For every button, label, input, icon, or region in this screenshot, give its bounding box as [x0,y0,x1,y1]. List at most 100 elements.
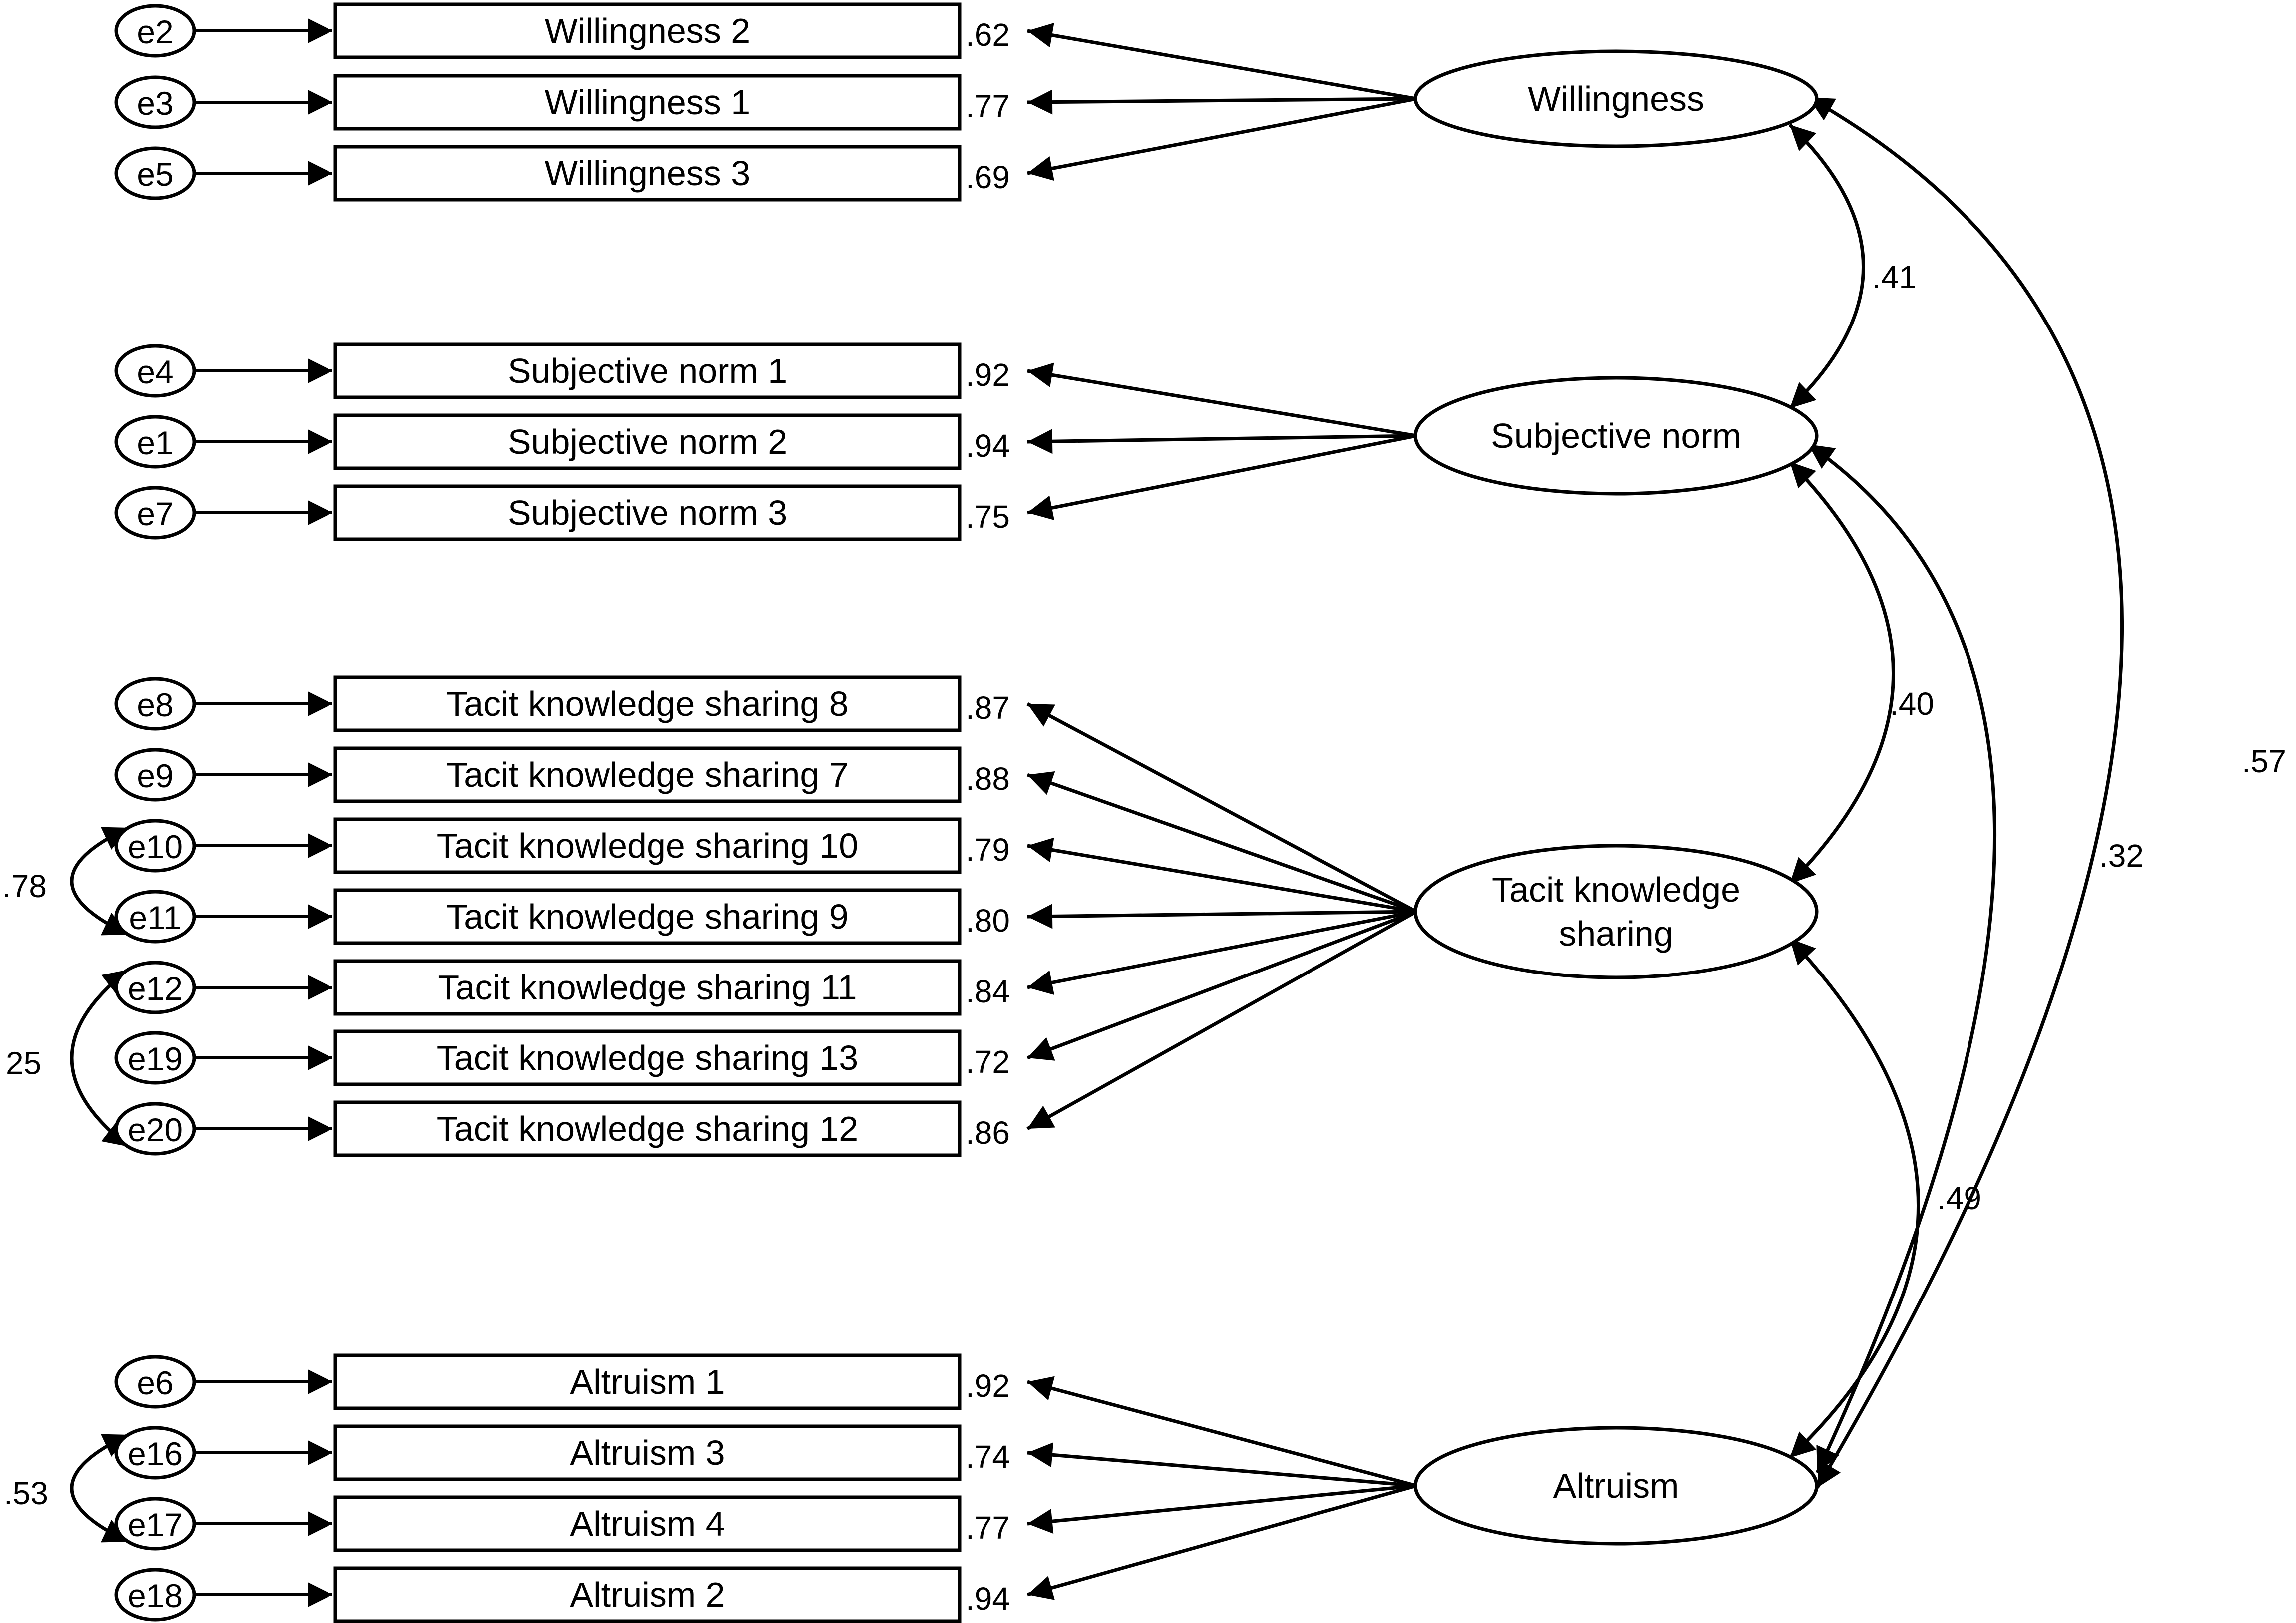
correlation-arc-subjective_norm-tacit [1788,460,1895,885]
loading-value-11: .84 [966,974,1010,1009]
error-e16-label: e16 [128,1435,183,1472]
loading-arrow-10 [1027,904,1417,929]
correlation-value-subjective_norm-altruism: .32 [2099,838,2144,874]
error-e20-label: e20 [128,1111,183,1148]
indicator-label-3: Willingness 3 [545,154,750,193]
indicator-label-12: Tacit knowledge sharing 13 [437,1038,858,1077]
indicator-box-5 [333,413,962,470]
loading-value-4: .92 [966,357,1010,393]
indicator-box-10 [333,888,962,945]
correlation-value-subjective_norm-tacit: .40 [1890,686,1934,722]
error-e3-label: e3 [137,85,173,122]
loading-value-6: .75 [966,499,1010,535]
loading-value-14: .92 [966,1368,1010,1404]
indicator-box-17 [333,1566,962,1623]
indicator-label-13: Tacit knowledge sharing 12 [437,1109,858,1148]
loading-value-5: .94 [966,428,1010,464]
error-e8-label: e8 [137,686,173,723]
correlation-arc-subjective_norm-altruism [1807,443,1996,1474]
error-e6-ellipse [114,1355,196,1409]
error-e5-label: e5 [137,156,173,193]
error-e9-label: e9 [137,757,173,794]
loading-value-9: .79 [966,832,1010,868]
loading-arrow-3 [1027,97,1417,181]
latent-altruism-label: Altruism [1553,1466,1679,1505]
indicator-box-14 [333,1353,962,1410]
error-e10-label: e10 [128,828,183,865]
error-covariance-arc-e16-e17 [70,1433,130,1544]
latent-tacit-label: sharing [1559,914,1673,953]
loading-arrow-4 [1027,362,1417,438]
error-e5-ellipse [114,146,196,200]
indicator-label-8: Tacit knowledge sharing 7 [446,755,848,794]
loading-value-10: .80 [966,903,1010,939]
indicator-box-12 [333,1029,962,1086]
error-e2-label: e2 [137,13,173,50]
loading-value-12: .72 [966,1044,1010,1080]
indicator-label-14: Altruism 1 [570,1362,725,1401]
loading-arrow-15 [1027,1442,1417,1488]
indicator-label-6: Subjective norm 3 [508,493,787,532]
loading-value-2: .77 [966,88,1010,124]
connector-layer [70,18,2124,1607]
correlation-arc-tacit-altruism [1788,937,1920,1459]
correlation-value-willingness-subjective_norm: .41 [1872,259,1917,295]
indicator-label-1: Willingness 2 [545,11,750,50]
error-e12-label: e12 [128,970,183,1007]
error-e10-ellipse [114,819,196,873]
error-e11-ellipse [114,890,196,944]
error-e6-label: e6 [137,1364,173,1401]
indicator-label-2: Willingness 1 [545,83,750,122]
indicator-label-15: Altruism 3 [570,1433,725,1472]
error-e1-label: e1 [137,424,173,461]
error-covariance-arc-e10-e11 [70,826,130,937]
loading-arrow-7 [1026,702,1417,914]
indicator-box-7 [333,675,962,732]
error-e17-ellipse [114,1497,196,1551]
error-e8-ellipse [114,677,196,731]
error-e3-ellipse [114,75,196,129]
error-e17-label: e17 [128,1506,183,1543]
latent-subjective_norm-label: Subjective norm [1491,416,1741,455]
indicator-label-17: Altruism 2 [570,1575,725,1614]
loading-arrow-14 [1027,1376,1417,1488]
correlation-arc-willingness-altruism [1807,95,2124,1489]
error-e9-ellipse [114,748,196,802]
loading-arrow-9 [1027,837,1417,914]
latent-subjective_norm-ellipse [1413,376,1819,496]
error-e7-ellipse [114,486,196,540]
indicator-label-7: Tacit knowledge sharing 8 [446,684,848,723]
loading-value-1: .62 [966,17,1010,53]
indicator-box-4 [333,342,962,399]
error-e19-label: e19 [128,1040,183,1077]
indicator-label-11: Tacit knowledge sharing 11 [438,968,857,1007]
error-e4-ellipse [114,344,196,398]
indicator-label-4: Subjective norm 1 [508,351,787,390]
indicator-box-16 [333,1495,962,1552]
latent-willingness-label: Willingness [1528,79,1704,118]
latent-willingness-ellipse [1413,49,1819,148]
correlation-arc-willingness-subjective_norm [1788,123,1865,410]
loading-arrow-8 [1026,771,1417,914]
latent-tacit-ellipse [1413,844,1819,979]
error-e16-ellipse [114,1426,196,1480]
indicator-box-6 [333,484,962,541]
error-e19-ellipse [114,1031,196,1085]
loading-arrow-16 [1027,1484,1417,1534]
error-e11-label: e11 [129,899,181,936]
loading-value-3: .69 [966,159,1010,195]
loading-value-13: .86 [966,1115,1010,1151]
error-covariance-value-e12-e20: 25 [6,1045,41,1081]
loading-arrow-12 [1026,910,1417,1061]
error-e12-ellipse [114,961,196,1014]
loading-arrow-2 [1027,89,1417,115]
correlation-value-willingness-altruism: .57 [2242,743,2286,779]
indicator-label-9: Tacit knowledge sharing 10 [437,826,858,865]
loading-arrow-1 [1027,22,1417,101]
loading-arrow-17 [1027,1484,1417,1600]
error-covariance-arc-e12-e20 [70,968,130,1148]
loading-arrow-13 [1026,910,1417,1131]
indicator-box-8 [333,746,962,803]
